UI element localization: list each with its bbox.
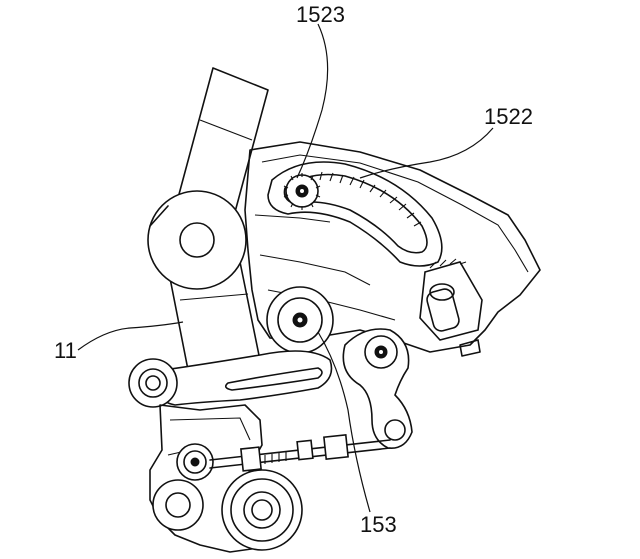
pinion-gear <box>283 173 321 210</box>
slotted-link <box>128 350 333 408</box>
label-11: 11 <box>54 338 77 363</box>
label-1522: 1522 <box>484 104 533 129</box>
large-pulley <box>147 190 247 290</box>
bottom-pulleys <box>152 469 303 551</box>
small-pulley <box>176 443 214 481</box>
frame-tube <box>177 67 269 213</box>
leader-lines <box>77 23 494 513</box>
rocker-arm <box>342 328 413 449</box>
label-1523: 1523 <box>296 2 345 27</box>
threaded-rod <box>209 434 391 472</box>
adjuster-knob <box>419 258 483 357</box>
mid-pulley <box>266 286 334 354</box>
label-153: 153 <box>360 512 397 537</box>
